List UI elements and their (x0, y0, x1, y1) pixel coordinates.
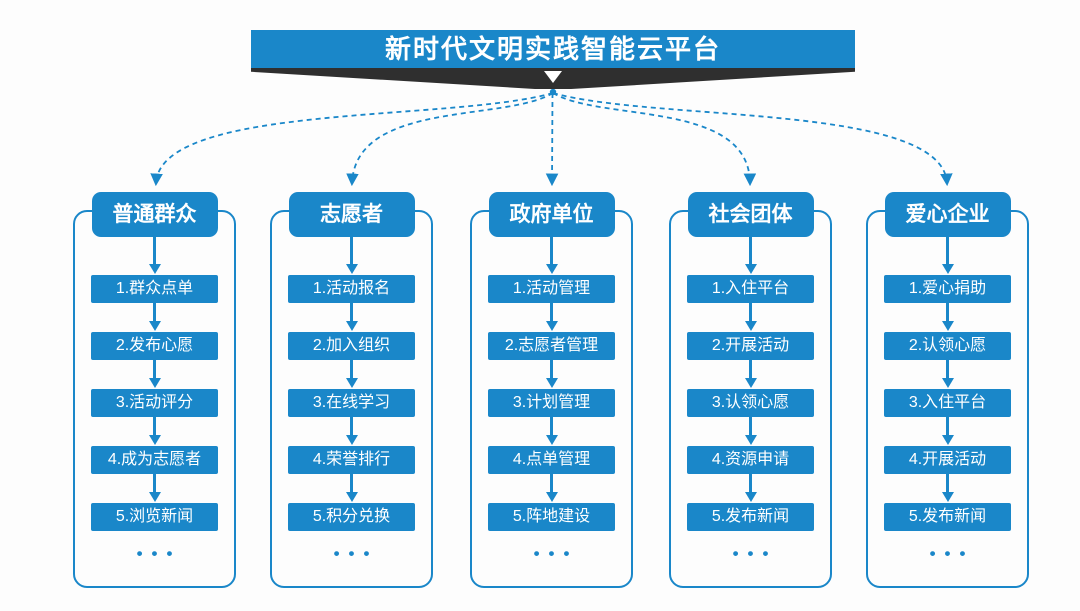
column-caring-enterprises: 爱心企业 1.爱心捐助 2.认领心愿 3.入住平台 4.开展活动 5.发布新闻 … (866, 192, 1029, 588)
flow-step: 1.群众点单 (91, 275, 218, 303)
flow-step: 3.计划管理 (488, 389, 615, 417)
flow-step: 1.爱心捐助 (884, 275, 1011, 303)
down-arrow-icon (946, 474, 949, 492)
down-arrow-icon (946, 417, 949, 435)
flow-step: 2.发布心愿 (91, 332, 218, 360)
down-triangle-icon (544, 71, 562, 83)
down-arrow-icon (153, 360, 156, 378)
column-header-caring-enterprises: 爱心企业 (884, 192, 1011, 237)
column-header-general-public: 普通群众 (91, 192, 218, 237)
down-arrow-icon (550, 360, 553, 378)
down-arrow-icon (749, 303, 752, 321)
down-arrow-icon (749, 360, 752, 378)
flow-step: 2.开展活动 (687, 332, 814, 360)
down-arrow-icon (749, 237, 752, 264)
column-general-public: 普通群众 1.群众点单 2.发布心愿 3.活动评分 4.成为志愿者 5.浏览新闻… (73, 192, 236, 588)
down-arrow-icon (153, 474, 156, 492)
flow-step: 4.成为志愿者 (91, 446, 218, 474)
down-arrow-icon (749, 474, 752, 492)
flow-step: 4.点单管理 (488, 446, 615, 474)
connector-to-column-1 (150, 92, 554, 187)
hub-dot (549, 88, 557, 96)
flow-step: 1.活动管理 (488, 275, 615, 303)
flow-step: 5.发布新闻 (687, 503, 814, 531)
more-dots: ••• (929, 544, 975, 563)
flow-step: 4.开展活动 (884, 446, 1011, 474)
more-dots: ••• (333, 544, 379, 563)
down-arrow-icon (550, 474, 553, 492)
down-arrow-icon (550, 303, 553, 321)
more-dots: ••• (533, 544, 579, 563)
down-arrow-icon (946, 303, 949, 321)
down-arrow-icon (153, 303, 156, 321)
column-government-units: 政府单位 1.活动管理 2.志愿者管理 3.计划管理 4.点单管理 5.阵地建设… (470, 192, 633, 588)
column-header-social-groups: 社会团体 (687, 192, 814, 237)
flow-step: 4.资源申请 (687, 446, 814, 474)
flow-step: 2.志愿者管理 (488, 332, 615, 360)
flow-step: 5.阵地建设 (488, 503, 615, 531)
column-social-groups: 社会团体 1.入住平台 2.开展活动 3.认领心愿 4.资源申请 5.发布新闻 … (669, 192, 832, 588)
connector-to-column-4 (552, 92, 757, 187)
more-dots: ••• (732, 544, 778, 563)
flow-step: 4.荣誉排行 (288, 446, 415, 474)
flow-step: 3.活动评分 (91, 389, 218, 417)
down-arrow-icon (550, 237, 553, 264)
flow-step: 5.积分兑换 (288, 503, 415, 531)
down-arrow-icon (153, 417, 156, 435)
connector-to-column-2 (346, 92, 554, 187)
more-dots: ••• (136, 544, 182, 563)
flow-step: 3.认领心愿 (687, 389, 814, 417)
flow-step: 1.活动报名 (288, 275, 415, 303)
down-arrow-icon (946, 360, 949, 378)
down-arrow-icon (550, 417, 553, 435)
down-arrow-icon (946, 237, 949, 264)
column-volunteers: 志愿者 1.活动报名 2.加入组织 3.在线学习 4.荣誉排行 5.积分兑换 •… (270, 192, 433, 588)
column-header-government-units: 政府单位 (488, 192, 615, 237)
flow-step: 3.入住平台 (884, 389, 1011, 417)
flow-step: 2.认领心愿 (884, 332, 1011, 360)
connector-to-column-5 (552, 92, 953, 187)
flow-step: 1.入住平台 (687, 275, 814, 303)
down-arrow-icon (350, 417, 353, 435)
down-arrow-icon (350, 303, 353, 321)
column-header-volunteers: 志愿者 (288, 192, 415, 237)
platform-title: 新时代文明实践智能云平台 (384, 34, 721, 64)
flow-step: 5.发布新闻 (884, 503, 1011, 531)
flow-step: 5.浏览新闻 (91, 503, 218, 531)
down-arrow-icon (350, 360, 353, 378)
down-arrow-icon (153, 237, 156, 264)
flow-step: 2.加入组织 (288, 332, 415, 360)
platform-title-banner: 新时代文明实践智能云平台 (251, 30, 855, 68)
flow-step: 3.在线学习 (288, 389, 415, 417)
down-arrow-icon (749, 417, 752, 435)
down-arrow-icon (350, 474, 353, 492)
connector-to-column-3 (545, 92, 559, 187)
down-arrow-icon (350, 237, 353, 264)
